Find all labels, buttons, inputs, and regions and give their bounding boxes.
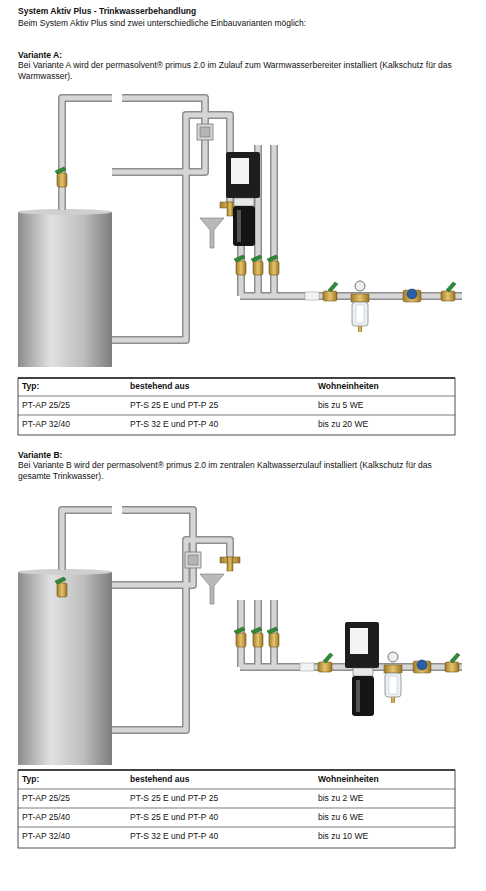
drawing-part: [251, 255, 263, 275]
drawing-part: [441, 282, 456, 301]
drawing-part: [197, 124, 213, 140]
intro-text: Beim System Aktiv Plus sind zwei untersc…: [18, 18, 306, 29]
drawing-part: [18, 378, 455, 435]
section-text: Bei Variante B wird der permasolvent® pr…: [18, 460, 463, 481]
drawing-part: [200, 218, 224, 248]
drawing-part: [305, 292, 319, 300]
section-heading: Variante A:: [18, 50, 62, 61]
drawing-part: [345, 622, 379, 716]
drawing-part: [55, 577, 67, 597]
drawing-part: [18, 572, 112, 765]
section-text: Bei Variante A wird der permasolvent® pr…: [18, 60, 463, 81]
drawing-part: [112, 510, 193, 585]
drawing-part: [220, 557, 240, 571]
table-cell: PT-S 25 E und PT-P 25: [130, 793, 218, 804]
page-title: System Aktiv Plus - Trinkwasserbehandlun…: [18, 6, 196, 17]
drawing-part: [112, 98, 205, 172]
drawing-part: [413, 660, 431, 673]
section-heading: Variante B:: [18, 450, 62, 461]
table-cell: bis zu 10 WE: [318, 831, 368, 842]
table-header: bestehend aus: [130, 381, 190, 392]
drawing-part: [18, 827, 455, 828]
drawing-part: [18, 789, 455, 790]
drawing-part: [62, 510, 112, 570]
table-cell: PT-AP 32/40: [22, 419, 70, 430]
drawing-part: [112, 540, 230, 730]
drawing-part: [234, 627, 246, 647]
variant-b-illustration: [18, 510, 462, 765]
drawing-part: [351, 281, 369, 332]
table-cell: bis zu 2 WE: [318, 793, 363, 804]
table-cell: bis zu 20 WE: [318, 419, 368, 430]
drawing-part: [18, 808, 455, 809]
table-cell: PT-S 25 E und PT-P 40: [130, 812, 218, 823]
drawing-part: [62, 98, 112, 210]
table-cell: PT-AP 25/25: [22, 793, 70, 804]
drawing-part: [112, 540, 230, 730]
drawing-part: [384, 652, 402, 703]
drawing-part: [185, 552, 201, 568]
drawing-part: [112, 98, 205, 172]
drawing-part: [251, 627, 263, 647]
table-cell: PT-AP 32/40: [22, 831, 70, 842]
table-header: Wohneinheiten: [318, 381, 379, 392]
drawing-part: [323, 282, 338, 301]
drawing-part: [18, 769, 455, 771]
drawing-part: [18, 377, 455, 379]
table-lines: [18, 378, 455, 848]
drawing-part: [62, 98, 112, 210]
drawing-part: [226, 152, 260, 246]
variant-a-illustration: [18, 98, 462, 367]
drawing-part: [267, 627, 279, 647]
drawing-part: [62, 510, 462, 730]
drawing-part: [445, 653, 460, 672]
table-cell: PT-AP 25/25: [22, 400, 70, 411]
table-header: bestehend aus: [130, 774, 190, 785]
drawing-part: [62, 98, 462, 340]
drawing-part: [18, 212, 112, 367]
drawing-part: [318, 653, 333, 672]
table-cell: bis zu 5 WE: [318, 400, 363, 411]
drawing-part: [234, 255, 246, 275]
table-cell: PT-S 25 E und PT-P 25: [130, 400, 218, 411]
drawing-part: [403, 289, 421, 302]
drawing-part: [62, 510, 112, 570]
drawing-part: [300, 663, 314, 671]
drawing-part: [112, 115, 230, 340]
drawing-part: [112, 510, 193, 585]
table-header: Typ:: [22, 381, 39, 392]
table-cell: PT-S 32 E und PT-P 40: [130, 831, 218, 842]
drawing-part: [62, 510, 462, 730]
drawing-part: [55, 167, 67, 187]
table-cell: bis zu 6 WE: [318, 812, 363, 823]
drawing-part: [267, 255, 279, 275]
drawing-part: [112, 115, 230, 340]
drawing-part: [200, 574, 224, 604]
table-cell: PT-AP 25/40: [22, 812, 70, 823]
drawing-part: [18, 415, 455, 416]
table-header: Wohneinheiten: [318, 774, 379, 785]
drawing-part: [18, 770, 455, 848]
drawing-part: [18, 396, 455, 397]
table-header: Typ:: [22, 774, 39, 785]
drawing-part: [62, 98, 462, 340]
table-cell: PT-S 32 E und PT-P 40: [130, 419, 218, 430]
